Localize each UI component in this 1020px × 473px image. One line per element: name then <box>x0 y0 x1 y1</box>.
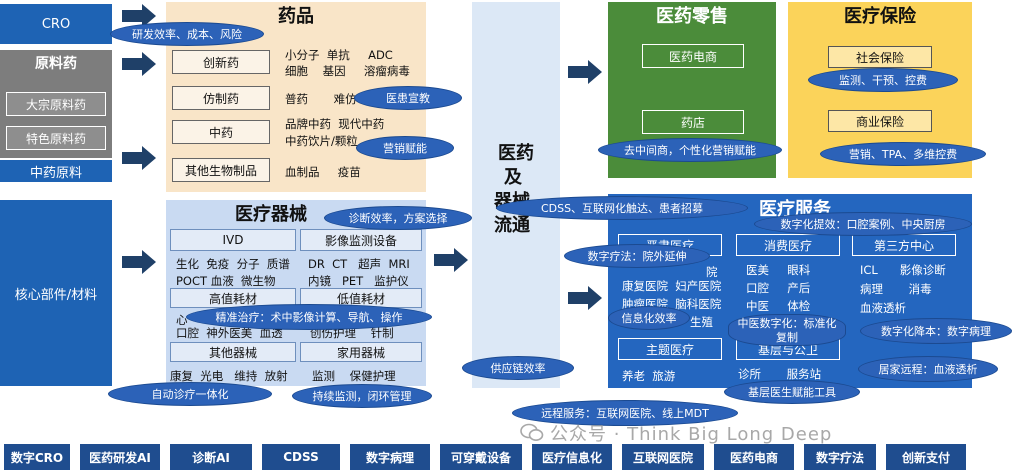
tcm-box: 中药 <box>172 120 270 144</box>
wechat-icon <box>520 423 544 441</box>
api-title: 原料药 <box>35 56 77 72</box>
high-cons-items: 心 <box>176 313 188 327</box>
bubble-diagnosis-efficiency: 诊断效率，方案选择 <box>324 206 472 230</box>
watermark: 公众号 · Think Big Long Deep <box>520 420 832 446</box>
third-items-3: 血液透析 <box>860 301 906 315</box>
ivd-items-1: 生化 免疫 分子 质谱 <box>176 257 290 271</box>
tag-digital-cro: 数字CRO <box>4 444 70 470</box>
arrow-icon <box>122 52 156 76</box>
third-items-2: 病理 消毒 <box>860 282 932 296</box>
commercial-insurance-box: 商业保险 <box>828 110 932 132</box>
tag-internet-hospital: 互联网医院 <box>622 444 704 470</box>
pharma-ecommerce-box: 医药电商 <box>642 44 744 68</box>
bulk-api-box: 大宗原料药 <box>6 92 106 116</box>
consumer-items-1: 医美 眼科 <box>746 263 811 277</box>
tcm-items-1: 品牌中药 现代中药 <box>285 117 385 131</box>
device-title: 医疗器械 <box>235 204 307 225</box>
serious-items-0: 院 <box>706 265 718 279</box>
innovative-items-1: 小分子 单抗 ADC <box>285 48 393 62</box>
bubble-digital-pathology: 数字化降本：数字病理 <box>860 318 1012 344</box>
cro-box: CRO <box>0 4 112 44</box>
api-group: 原料药 大宗原料药 特色原料药 <box>0 50 112 158</box>
consumer-items-3: 中医 体检 <box>746 299 811 313</box>
ivd-box: IVD <box>170 229 296 251</box>
third-party-center-box: 第三方中心 <box>852 234 956 256</box>
arrow-icon <box>568 286 602 310</box>
innovative-drug-box: 创新药 <box>172 50 270 74</box>
arrow-icon <box>568 60 602 84</box>
bubble-patient-education: 医患宣教 <box>354 86 462 110</box>
ivd-items-2: POCT 血液 微生物 <box>176 274 276 288</box>
bubble-home-remote: 居家远程：血液透析 <box>858 356 998 382</box>
home-devices-box: 家用器械 <box>300 342 422 362</box>
drug-title: 药品 <box>278 6 314 27</box>
grassroots-items: 诊所 服务站 <box>738 367 822 381</box>
theme-medical-box: 主题医疗 <box>618 338 722 360</box>
bubble-digital-efficiency: 数字化提效：口腔案例、中央厨房 <box>754 212 972 236</box>
tag-rd-ai: 医药研发AI <box>80 444 160 470</box>
bubble-auto-diagnosis: 自动诊疗一体化 <box>108 382 272 406</box>
pharmacy-box: 药店 <box>642 110 744 134</box>
bubble-monitor-control: 监测、干预、控费 <box>808 68 958 92</box>
imaging-items-2: 内镜 PET 监护仪 <box>308 274 409 288</box>
bubble-marketing-enable: 营销赋能 <box>356 136 454 160</box>
watermark-text: 公众号 · Think Big Long Deep <box>550 424 833 445</box>
bubble-continuous-monitoring: 持续监测，闭环管理 <box>292 384 432 408</box>
tcm-material-box: 中药原料 <box>0 160 112 182</box>
bubble-digital-therapy: 数字疗法：院外延伸 <box>564 244 710 268</box>
tcm-items-2: 中药饮片/颗粒 <box>285 134 358 148</box>
distribution-title: 医药 及 器械 流通 <box>494 143 534 236</box>
arrow-icon <box>122 4 156 28</box>
other-devices-box: 其他器械 <box>170 342 296 362</box>
tag-digital-therapy: 数字疗法 <box>804 444 876 470</box>
bottom-tags: 数字CRO 医药研发AI 诊断AI CDSS 数字病理 可穿戴设备 医疗信息化 … <box>0 444 1020 470</box>
bubble-tpa: 营销、TPA、多维控费 <box>820 142 986 166</box>
imaging-items-1: DR CT 超声 MRI <box>308 257 410 271</box>
tag-pharma-ecommerce: 医药电商 <box>714 444 794 470</box>
bio-box: 其他生物制品 <box>172 158 270 182</box>
distribution-panel <box>472 2 560 388</box>
tag-cdss: CDSS <box>262 444 340 470</box>
special-api-box: 特色原料药 <box>6 126 106 150</box>
tag-digital-pathology: 数字病理 <box>350 444 430 470</box>
tag-wearables: 可穿戴设备 <box>440 444 522 470</box>
home-devices-items: 监测 保健护理 <box>312 369 396 383</box>
consumer-items-2: 口腔 产后 <box>746 281 811 295</box>
tag-medical-it: 医疗信息化 <box>532 444 612 470</box>
bubble-tcm-digital: 中医数字化：标准化复制 <box>728 314 846 346</box>
bubble-disintermediation: 去中间商，个性化营销赋能 <box>598 138 782 162</box>
arrow-icon <box>122 250 156 274</box>
bubble-rd-efficiency: 研发效率、成本、风险 <box>110 22 264 46</box>
consumer-medical-box: 消费医疗 <box>736 234 840 256</box>
bubble-cdss: CDSS、互联网化触达、患者招募 <box>496 196 748 220</box>
third-items-1: ICL 影像诊断 <box>860 263 946 277</box>
tag-innovative-payment: 创新支付 <box>886 444 966 470</box>
bubble-supply-chain: 供应链效率 <box>462 356 574 380</box>
arrow-icon <box>122 146 156 170</box>
tag-diagnosis-ai: 诊断AI <box>170 444 252 470</box>
other-devices-items: 康复 光电 维持 放射 <box>170 369 288 383</box>
serious-items-3: 生殖 <box>690 315 713 329</box>
bubble-grassroots-tools: 基层医生赋能工具 <box>724 380 860 404</box>
social-insurance-box: 社会保险 <box>828 46 932 68</box>
retail-title: 医药零售 <box>656 6 728 27</box>
bubble-precision-therapy: 精准治疗：术中影像计算、导航、操作 <box>186 304 432 330</box>
generic-drug-box: 仿制药 <box>172 86 270 110</box>
arrow-icon <box>434 248 468 272</box>
imaging-box: 影像监测设备 <box>300 229 422 251</box>
innovative-items-2: 细胞 基因 溶瘤病毒 <box>285 64 410 78</box>
generic-items: 普药 难仿 <box>285 92 357 106</box>
cro-label: CRO <box>41 16 71 32</box>
bubble-remote-services: 远程服务：互联网医院、线上MDT <box>512 400 738 426</box>
core-parts-box: 核心部件/材料 <box>0 200 112 386</box>
bio-items: 血制品 疫苗 <box>285 165 361 179</box>
insurance-title: 医疗保险 <box>844 6 916 27</box>
bubble-info-efficiency: 信息化效率 <box>608 306 690 330</box>
serious-items-1: 康复医院 妇产医院 <box>622 279 722 293</box>
theme-items: 养老 旅游 <box>622 369 676 383</box>
